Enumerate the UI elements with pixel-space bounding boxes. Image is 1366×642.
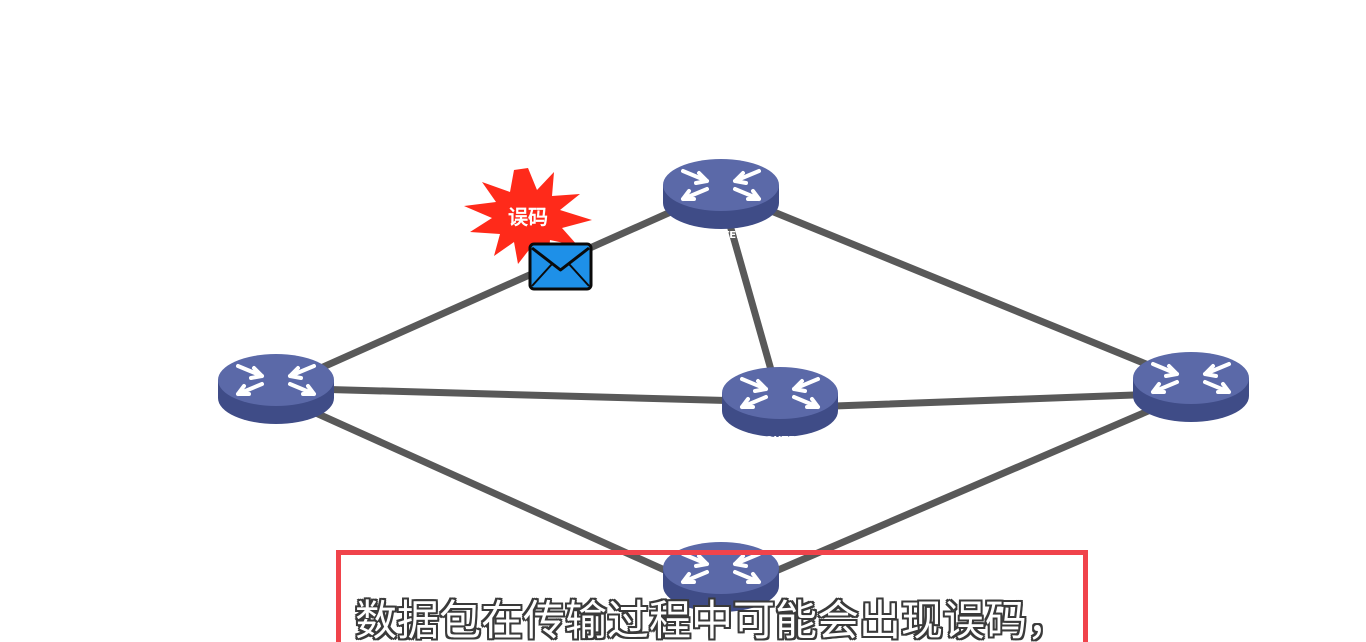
subtitle-box: 数据包在传输过程中可能会出现误码， bbox=[336, 550, 1088, 642]
link-left-top bbox=[272, 186, 724, 392]
router-right: ROUTER bbox=[1131, 350, 1251, 433]
link-left-center bbox=[272, 384, 783, 406]
router-left: ROUTER bbox=[216, 352, 336, 434]
link-center-right bbox=[775, 389, 1194, 412]
link-left-bottom bbox=[272, 391, 724, 599]
error-burst: 误码 bbox=[464, 168, 592, 264]
router-label: ROUTER bbox=[253, 423, 299, 434]
router-center: ROUTER bbox=[720, 365, 840, 446]
link-top-right bbox=[716, 186, 1194, 386]
burst-icon bbox=[464, 168, 592, 264]
envelope-icon bbox=[528, 242, 593, 291]
subtitle-text: 数据包在传输过程中可能会出现误码， bbox=[354, 596, 1069, 642]
link-right-bottom bbox=[716, 389, 1194, 599]
router-label: ROUTER bbox=[698, 230, 744, 241]
error-label: 误码 bbox=[508, 205, 548, 229]
router-top: ROUTER bbox=[661, 157, 781, 241]
router-label: ROUTER bbox=[1168, 422, 1214, 433]
router-label: ROUTER bbox=[757, 435, 803, 446]
